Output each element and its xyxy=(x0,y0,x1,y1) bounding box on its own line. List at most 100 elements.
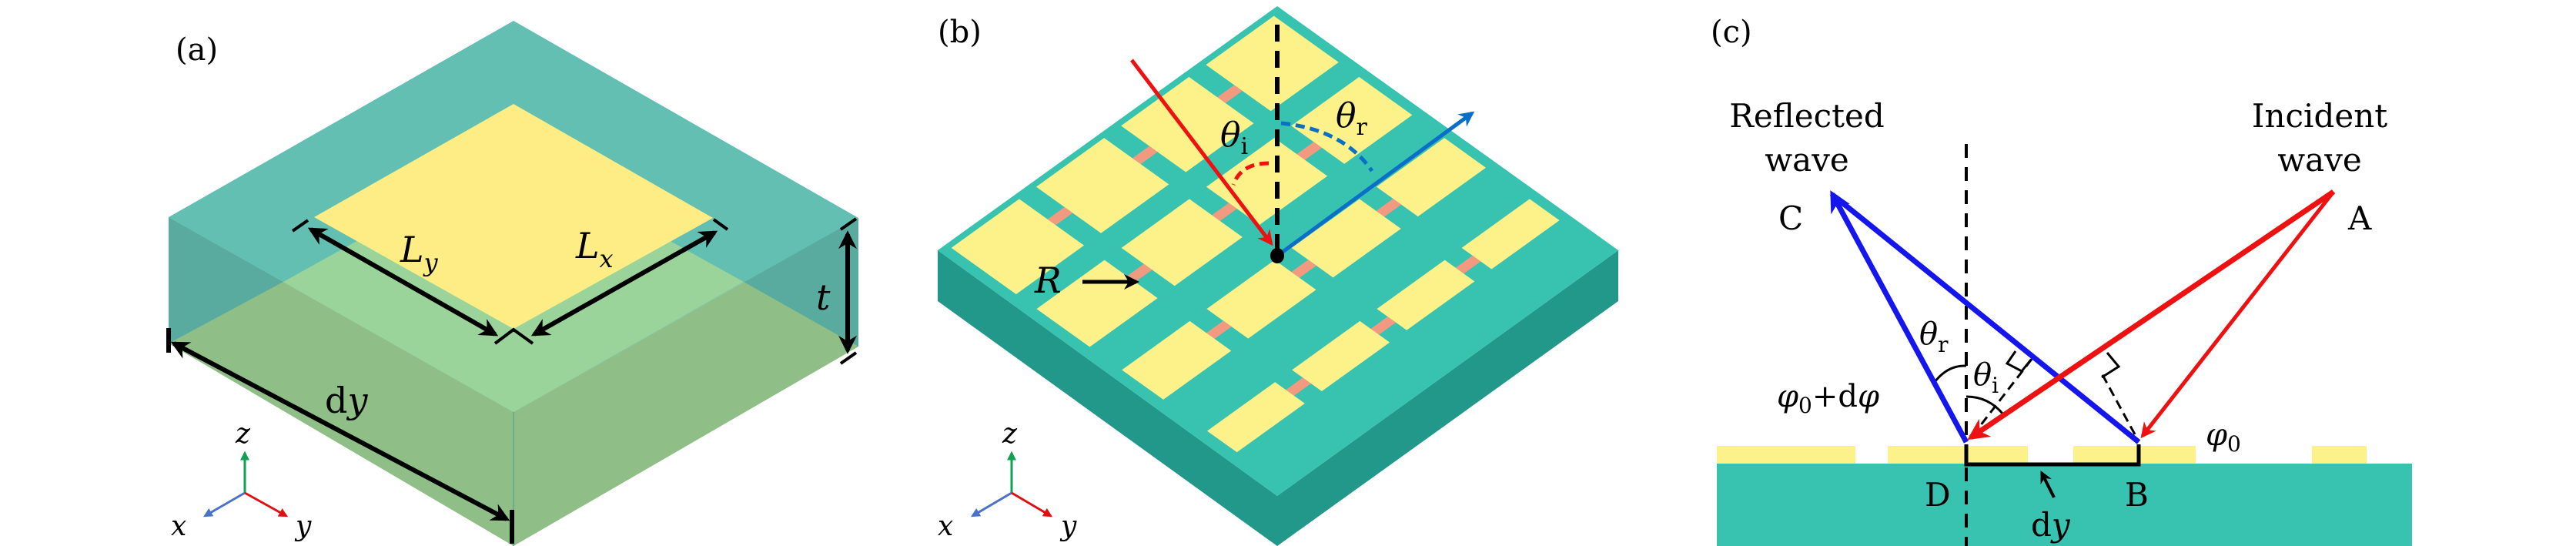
theta-i-label: θi xyxy=(1220,116,1248,160)
metal-patch xyxy=(1122,320,1232,400)
z-axis-label: z xyxy=(1002,418,1018,450)
metal-patch xyxy=(1035,138,1169,233)
lumped-resistor xyxy=(1047,206,1073,226)
incident-ray-to-D xyxy=(1967,189,2335,440)
theta-i-arc xyxy=(1231,161,1270,186)
unit-cell-box xyxy=(169,21,858,546)
z-axis-label: z xyxy=(235,418,251,450)
y-axis-arrow xyxy=(1011,491,1053,518)
dy-pointer-arrow xyxy=(2040,471,2056,498)
point-A-label: A xyxy=(2347,199,2372,237)
panel-b: (b) θi θr R z x y xyxy=(938,6,1618,546)
reflected-ray-from-B xyxy=(1833,195,2141,444)
incident-ray-to-B xyxy=(2140,190,2335,439)
patch-strip xyxy=(2073,446,2196,464)
reflected-wave-label-line2: wave xyxy=(1765,141,1849,179)
point-C-label: C xyxy=(1778,199,1803,237)
theta-r-arc xyxy=(1933,364,1967,383)
lumped-resistor xyxy=(1206,320,1232,340)
metal-patch xyxy=(951,199,1085,295)
dy-arrow xyxy=(170,341,510,521)
x-axis-arrow xyxy=(202,491,246,518)
lumped-resistor xyxy=(1376,199,1402,217)
reflected-ray xyxy=(1278,111,1475,256)
Ly-label: Ly xyxy=(400,229,439,277)
axes-triad-a: z x y xyxy=(171,418,312,542)
metal-patch xyxy=(1461,199,1560,270)
dy-label: dy xyxy=(325,380,368,421)
patch-strip xyxy=(1717,446,1855,464)
substrate-left-side xyxy=(938,250,1277,546)
metal-patch xyxy=(1291,199,1401,278)
Lx-arrow xyxy=(530,230,718,337)
Ly-tick xyxy=(291,219,309,233)
theta-r-label: θr xyxy=(1336,96,1368,141)
x-axis-label: x xyxy=(938,511,953,542)
y-axis-label: y xyxy=(294,511,312,542)
point-B-label: B xyxy=(2125,476,2149,514)
patch-strip xyxy=(2312,446,2367,464)
theta-i-arc xyxy=(1965,395,2005,415)
right-angle-marker xyxy=(2005,350,2032,373)
metal-patch xyxy=(1377,260,1475,330)
t-tick-bottom xyxy=(839,351,858,365)
reflected-wave-label-line1: Reflected xyxy=(1729,97,1885,135)
x-axis-arrow xyxy=(970,491,1012,518)
lumped-resistor xyxy=(1370,317,1397,335)
t-label: t xyxy=(816,276,831,318)
theta-r-arc xyxy=(1280,121,1374,173)
dy-label: dy xyxy=(2031,506,2071,544)
theta-r-label: θr xyxy=(1919,317,1949,357)
panel-a-label: (a) xyxy=(176,32,218,68)
panel-c-label: (c) xyxy=(1711,15,1752,50)
incidence-point xyxy=(1270,248,1284,263)
box-right-face-shade xyxy=(744,218,858,347)
lumped-resistor xyxy=(1296,142,1322,160)
dimension-arrows xyxy=(166,217,858,544)
y-axis-label: y xyxy=(1059,511,1077,542)
metal-patch xyxy=(1206,260,1316,339)
dy-bracket xyxy=(1964,444,2141,467)
lumped-resistor xyxy=(1132,146,1158,165)
t-tick-top xyxy=(839,217,858,231)
box-left-face-shade xyxy=(169,217,283,343)
incident-wave-label-line1: Incident xyxy=(2252,97,2387,135)
Lx-tick xyxy=(712,218,729,231)
metal-patch xyxy=(1206,15,1339,112)
lumped-resistor xyxy=(1212,203,1237,221)
metal-patch xyxy=(1291,76,1413,164)
Lx-label: Lx xyxy=(575,225,614,273)
theta-i-label: θi xyxy=(1973,357,1999,398)
metal-patch xyxy=(1121,76,1254,173)
phase-phi0-label: φ0 xyxy=(2206,417,2241,457)
lumped-resistor xyxy=(1455,255,1481,274)
x-axis-label: x xyxy=(171,511,186,542)
axes-triad-b: z x y xyxy=(938,418,1077,542)
box-right-face xyxy=(514,218,858,546)
right-angle-marker xyxy=(2101,352,2121,379)
resistor-label: R xyxy=(1034,260,1062,301)
lumped-resistor xyxy=(1291,260,1316,278)
incident-wave-label-line2: wave xyxy=(2277,141,2362,179)
panel-b-label: (b) xyxy=(938,15,982,50)
substrate xyxy=(1717,464,2412,546)
metal-patch xyxy=(1206,138,1328,225)
patch-strip xyxy=(1888,446,2028,464)
L-ticks-bottom xyxy=(493,327,534,345)
y-axis-arrow xyxy=(244,491,289,518)
Ly-arrow xyxy=(307,227,499,337)
lumped-resistor xyxy=(1217,85,1243,103)
incident-ray xyxy=(1130,59,1273,246)
metal-patch xyxy=(1121,199,1243,286)
metal-patch xyxy=(1376,138,1486,217)
panel-a: (a) Ly Lx t dy xyxy=(166,21,858,546)
phase-phi0-plus-dphi-label: φ0+dφ xyxy=(1777,379,1879,418)
panel-c: (c) Reflected wave Incident wave C A D B… xyxy=(1711,15,2412,546)
wavefront-perpendicular-reflected xyxy=(2100,373,2136,435)
substrate-right-side xyxy=(1277,250,1618,546)
metal-patch xyxy=(1292,320,1390,392)
reflected-ray-from-D xyxy=(1829,190,1969,444)
point-D-label: D xyxy=(1925,476,1951,514)
metal-patch xyxy=(1206,382,1305,453)
